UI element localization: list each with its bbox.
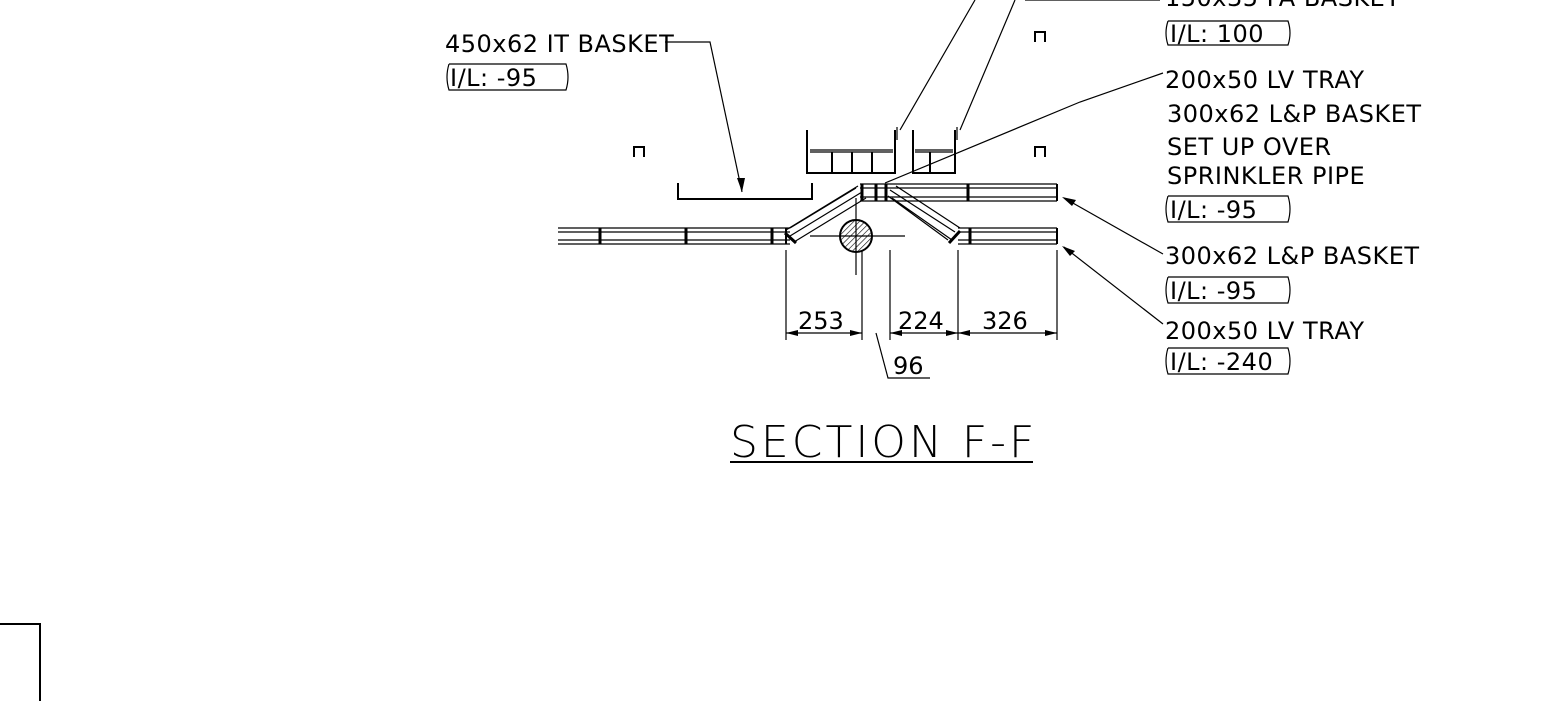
stack-label-line4: SPRINKLER PIPE [1167, 162, 1365, 190]
fa-basket-il: I/L: 100 [1170, 20, 1264, 48]
lp-basket-il: I/L: -95 [1170, 277, 1257, 305]
drawing-frame-corner [0, 623, 41, 701]
dimension-326: 326 [982, 307, 1028, 335]
stack-il: I/L: -95 [1170, 196, 1257, 224]
lv-tray-label: 200x50 LV TRAY [1165, 317, 1365, 345]
it-basket-label: 450x62 IT BASKET [445, 30, 674, 58]
leader-lines [665, 0, 1164, 325]
dimension-arrowheads [786, 330, 1057, 336]
hanger-brackets [633, 31, 1046, 157]
section-title: SECTION F-F [730, 417, 1037, 468]
it-basket [677, 183, 813, 200]
stack-label-line2: 300x62 L&P BASKET [1167, 100, 1422, 128]
leader-arrowheads [737, 178, 1076, 256]
dimension-224: 224 [898, 307, 944, 335]
dimension-96: 96 [893, 352, 924, 380]
sloped-tray-left [783, 185, 867, 245]
lower-tray-run [958, 227, 1058, 245]
it-basket-il: I/L: -95 [450, 64, 537, 92]
sprinkler-pipe [810, 198, 905, 275]
lv-tray-il: I/L: -240 [1170, 348, 1273, 376]
dimension-253: 253 [798, 307, 844, 335]
stack-label-line3: SET UP OVER [1167, 133, 1332, 161]
fa-basket-tray [806, 130, 956, 174]
stack-label-line1: 200x50 LV TRAY [1165, 66, 1365, 94]
upper-tray-run [860, 183, 1058, 202]
lp-basket-label: 300x62 L&P BASKET [1165, 242, 1420, 270]
sloped-tray-right [887, 185, 962, 245]
fa-basket-label: 150x35 FA BASKET [1165, 0, 1401, 12]
left-tray-run [558, 227, 790, 245]
il-boxes [446, 20, 1291, 375]
